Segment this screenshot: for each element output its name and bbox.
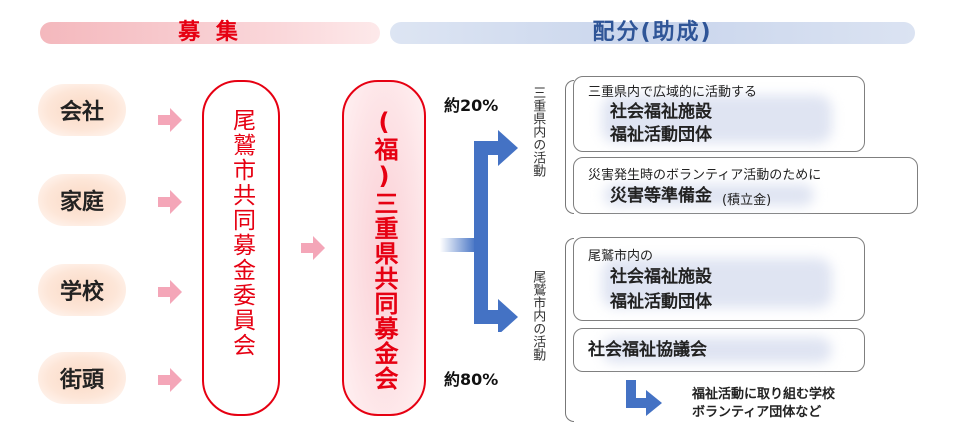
owase-facilities-line2: 福祉活動団体 bbox=[610, 292, 712, 312]
arrow-right-icon bbox=[301, 236, 325, 260]
elbow-arrow-icon bbox=[626, 380, 662, 416]
split-arrow-icon bbox=[440, 130, 518, 332]
distribution-header-bar bbox=[390, 22, 915, 44]
arrow-right-icon bbox=[158, 190, 182, 214]
source-street: 街頭 bbox=[38, 352, 126, 404]
mie-disaster-caption: 災害発生時のボランティア活動のために bbox=[588, 168, 822, 183]
mie-disaster-box: 災害発生時のボランティア活動のために 災害等準備金 (積立金) bbox=[573, 157, 918, 214]
owase-council-box: 社会福祉協議会 bbox=[573, 328, 865, 372]
owase-facilities-line1: 社会福祉施設 bbox=[610, 267, 712, 287]
source-company: 会社 bbox=[38, 84, 126, 136]
owase-note-line2: ボランティア団体など bbox=[692, 405, 822, 420]
owase-activity-label: 尾鷲市内の活動 bbox=[530, 270, 546, 361]
owase-note-line1: 福祉活動に取り組む学校 bbox=[692, 387, 836, 402]
federation-label: (福)三重県共同募金会 bbox=[370, 108, 398, 391]
mie-facilities-box: 三重県内で広域的に活動する 社会福祉施設 福祉活動団体 bbox=[573, 76, 865, 152]
mie-disaster-main: 災害等準備金 bbox=[610, 186, 712, 206]
owase-council-label: 社会福祉協議会 bbox=[588, 340, 707, 360]
source-school: 学校 bbox=[38, 264, 126, 316]
percent-owase: 約80% bbox=[444, 370, 499, 389]
percent-mie: 約20% bbox=[444, 96, 499, 115]
arrow-right-icon bbox=[158, 280, 182, 304]
highlight bbox=[602, 258, 832, 308]
mie-facilities-line2: 福祉活動団体 bbox=[610, 125, 712, 145]
highlight bbox=[602, 95, 832, 143]
committee-label: 尾鷲市共同募金委員会 bbox=[228, 108, 255, 358]
committee-box: 尾鷲市共同募金委員会 bbox=[202, 80, 280, 416]
recruit-header-bar bbox=[40, 22, 380, 44]
mie-facilities-caption: 三重県内で広域的に活動する bbox=[588, 85, 758, 100]
arrow-right-icon bbox=[158, 368, 182, 392]
source-household: 家庭 bbox=[38, 174, 126, 226]
highlight bbox=[604, 184, 814, 206]
arrow-right-icon bbox=[158, 108, 182, 132]
mie-disaster-sub: (積立金) bbox=[722, 193, 772, 208]
owase-facilities-box: 尾鷲市内の 社会福祉施設 福祉活動団体 bbox=[573, 237, 865, 321]
highlight bbox=[602, 337, 832, 363]
recruit-header-title: 募 集 bbox=[178, 20, 242, 45]
mie-facilities-line1: 社会福祉施設 bbox=[610, 102, 712, 122]
mie-activity-label: 三重県内の活動 bbox=[530, 86, 546, 177]
federation-box: (福)三重県共同募金会 bbox=[342, 80, 426, 416]
distribution-header-title: 配分(助成) bbox=[592, 20, 713, 45]
owase-facilities-caption: 尾鷲市内の bbox=[588, 249, 654, 264]
